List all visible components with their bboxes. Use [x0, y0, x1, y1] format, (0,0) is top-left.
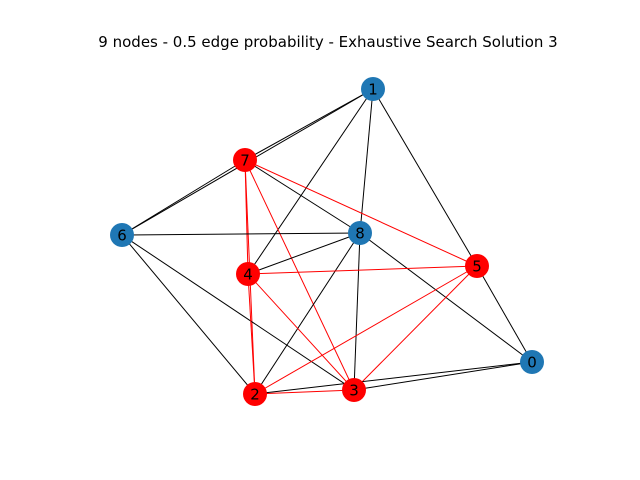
edge-7-8	[244, 159, 361, 234]
edge-8-3	[353, 232, 361, 391]
node-4: 4	[236, 262, 260, 286]
edge-4-5	[247, 265, 478, 275]
node-circle-7	[233, 148, 257, 172]
node-circle-3	[342, 378, 366, 402]
edge-2-3	[254, 389, 355, 395]
edge-7-6	[121, 159, 246, 236]
node-label-0: 0	[527, 354, 537, 372]
node-circle-5	[465, 254, 489, 278]
node-label-4: 4	[243, 266, 253, 284]
node-8: 8	[348, 221, 372, 245]
edge-7-5	[244, 159, 478, 267]
node-label-1: 1	[368, 81, 378, 99]
node-label-5: 5	[472, 258, 482, 276]
edge-7-3	[244, 159, 355, 391]
edge-2-0	[254, 361, 533, 395]
edge-5-3	[353, 265, 478, 391]
node-5: 5	[465, 254, 489, 278]
edge-8-4	[247, 232, 361, 275]
edge-5-2	[254, 265, 478, 395]
node-6: 6	[110, 223, 134, 247]
node-3: 3	[342, 378, 366, 402]
figure-title: 9 nodes - 0.5 edge probability - Exhaust…	[98, 33, 558, 51]
edge-6-3	[121, 234, 355, 391]
node-circle-0	[520, 350, 544, 374]
node-circle-4	[236, 262, 260, 286]
node-label-2: 2	[250, 386, 260, 404]
edge-4-2	[247, 273, 256, 395]
node-label-7: 7	[240, 152, 250, 170]
node-label-6: 6	[117, 227, 127, 245]
node-7: 7	[233, 148, 257, 172]
node-label-8: 8	[355, 225, 365, 243]
node-circle-6	[110, 223, 134, 247]
edge-8-2	[254, 232, 361, 395]
edge-5-0	[476, 265, 533, 363]
edge-6-8	[121, 232, 361, 236]
node-label-3: 3	[349, 382, 359, 400]
node-circle-2	[243, 382, 267, 406]
edge-1-5	[372, 88, 478, 267]
edge-4-3	[247, 273, 355, 391]
edge-1-4	[247, 88, 374, 275]
edge-3-0	[353, 361, 533, 391]
node-2: 2	[243, 382, 267, 406]
node-layer: 0 1 2 3 4 5 6 7 8	[110, 77, 544, 406]
edge-layer	[121, 88, 533, 395]
node-circle-1	[361, 77, 385, 101]
edge-6-2	[121, 234, 256, 395]
node-1: 1	[361, 77, 385, 101]
node-0: 0	[520, 350, 544, 374]
edge-1-8	[359, 88, 374, 234]
node-circle-8	[348, 221, 372, 245]
